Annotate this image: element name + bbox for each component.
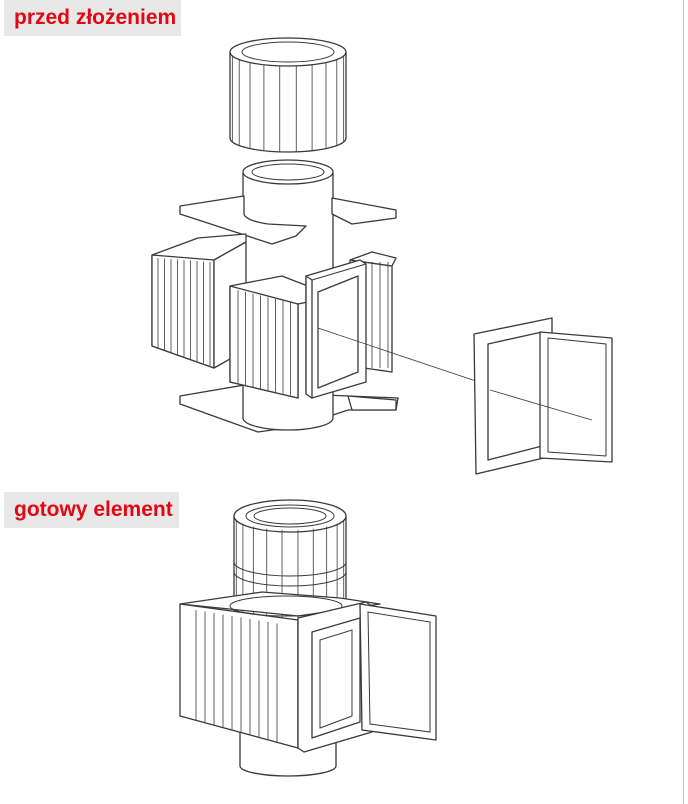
- page-edge-rule: [683, 0, 684, 804]
- front-insulation-block: [229, 275, 319, 399]
- section-label-finished-element: gotowy element: [4, 492, 179, 528]
- exploded-view: [151, 37, 613, 475]
- lower-insulation-plate: [347, 395, 397, 411]
- top-insulation-ring: [229, 37, 347, 153]
- assembled-door-frame: [297, 601, 373, 753]
- assembled-view: [179, 499, 437, 777]
- door-assembly: [473, 317, 613, 475]
- upper-insulation-plate: [179, 195, 397, 245]
- section-label-before-assembly: przed złożeniem: [4, 0, 181, 36]
- door-frame: [305, 259, 367, 399]
- assembled-door-leaf: [359, 603, 437, 741]
